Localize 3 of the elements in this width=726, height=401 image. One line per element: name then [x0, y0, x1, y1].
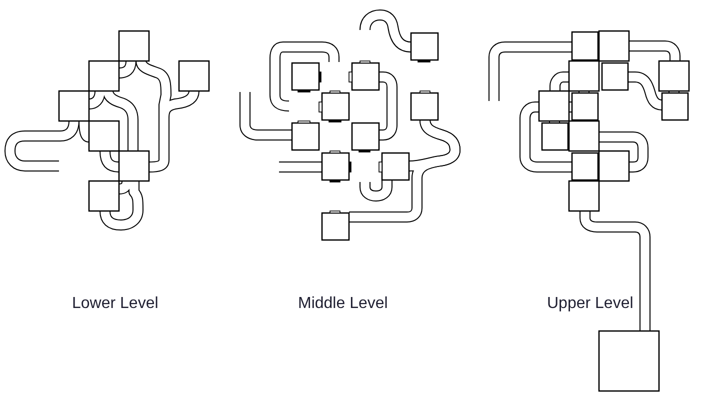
level-caption: Middle Level [298, 294, 388, 313]
level-caption: Upper Level [547, 294, 634, 313]
level-caption: Lower Level [72, 294, 158, 313]
